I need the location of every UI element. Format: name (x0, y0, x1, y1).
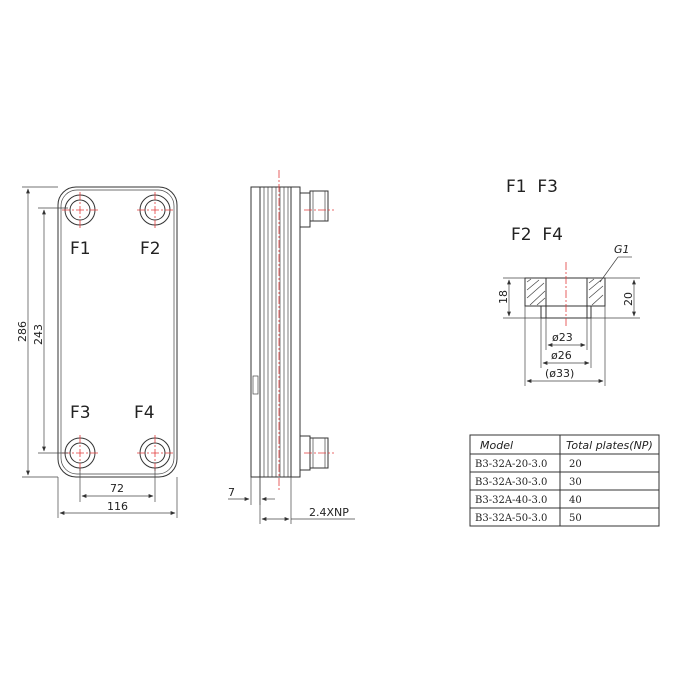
table-cell-model: B3-32A-20-3.0 (475, 459, 547, 470)
port-f4-circle (137, 435, 173, 471)
connection-top (299, 190, 334, 228)
fitting-flange (524, 277, 606, 307)
plate-stack-lines (252, 186, 291, 478)
plate-outline (57, 186, 178, 478)
port-f3-label: F3 (70, 403, 91, 423)
dim-offset: 7 (228, 486, 235, 499)
table-cell-model: B3-32A-50-3.0 (475, 513, 547, 524)
table-cell-plates: 50 (569, 513, 582, 524)
dim-dia-outer: (ø33) (545, 367, 574, 380)
table-cell-model: B3-32A-40-3.0 (475, 495, 547, 506)
port-f2-label: F2 (140, 239, 161, 259)
connection-bottom (299, 435, 334, 471)
dim-dia-inner: ø23 (552, 331, 573, 344)
dim-stack: 2.4XNP (309, 506, 349, 519)
table-cell-plates: 20 (569, 459, 582, 470)
thread-label: G1 (614, 243, 630, 256)
dim-total-width: 116 (107, 500, 128, 513)
side-view: 7 2.4XNP (228, 170, 355, 524)
port-f4-label: F4 (134, 403, 155, 423)
detail-ports-row2: F2 F4 (511, 225, 563, 245)
table-cell-plates: 30 (569, 477, 582, 488)
end-plate-left (250, 186, 261, 478)
fitting-bore (545, 277, 588, 319)
table-cell-model: B3-32A-30-3.0 (475, 477, 547, 488)
spec-table: Model Total plates(NP) B3-32A-20-3.0 20 … (469, 434, 660, 527)
port-f1-label: F1 (70, 239, 91, 259)
end-plate-right (290, 186, 301, 478)
port-f3-circle (62, 435, 98, 471)
table-header-plates: Total plates(NP) (566, 439, 653, 452)
thread-hatching-left (526, 278, 546, 306)
detail-ports-row1: F1 F3 (506, 177, 558, 197)
port-f2-circle (137, 192, 173, 228)
dim-outer-height: 20 (622, 292, 635, 306)
table-cell-plates: 40 (569, 495, 582, 506)
table-header-model: Model (480, 439, 513, 452)
dim-inner-height: 18 (497, 290, 510, 304)
port-f1-circle (62, 192, 98, 228)
dim-dia-mid: ø26 (551, 349, 572, 362)
front-view: F1 F2 F3 F4 286 243 72 116 (16, 186, 178, 518)
plate-inner-outline (60, 189, 175, 475)
dim-total-height: 286 (16, 321, 29, 342)
dim-port-width: 72 (110, 482, 124, 495)
thread-hatching-right (588, 278, 604, 306)
dim-port-height: 243 (32, 324, 45, 345)
connection-detail: F1 F3 F2 F4 G1 18 (497, 177, 640, 386)
